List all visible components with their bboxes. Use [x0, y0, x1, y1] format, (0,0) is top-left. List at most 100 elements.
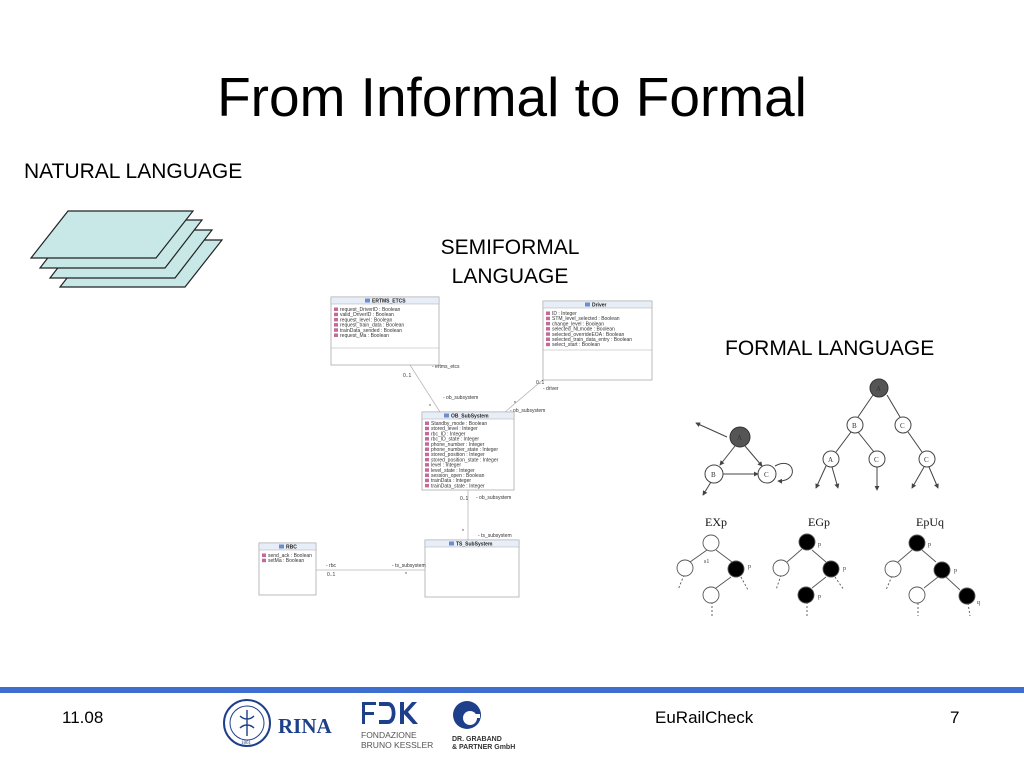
- uml-attribute-icon: [425, 463, 429, 467]
- uml-attribute: select_start : Boolean: [552, 342, 600, 348]
- assoc-label: *: [514, 401, 516, 407]
- tree-exp: [676, 534, 749, 616]
- uml-attribute-icon: [425, 473, 429, 477]
- uml-attribute-icon: [334, 312, 338, 317]
- uml-attribute-icon: [334, 307, 338, 311]
- tree-node-ll: A: [828, 456, 833, 464]
- prop-label-p: p: [843, 566, 846, 572]
- uml-attribute: setMa : Boolean: [268, 558, 304, 564]
- uml-attribute: ID : Integer: [552, 311, 577, 317]
- uml-attribute: level : Integer: [431, 463, 461, 469]
- prop-label-p: p: [818, 542, 821, 548]
- uml-attribute-icon: [546, 342, 550, 347]
- semiformal-line-2: LANGUAGE: [451, 265, 569, 288]
- prop-label-p: p: [954, 568, 957, 574]
- uml-attribute-icon: [425, 483, 429, 488]
- uml-class-title: ERTMS_ETCS: [372, 299, 406, 305]
- uml-class-ob-subsystem: OB_SubSystem Standby_mode : Booleanstore…: [421, 411, 515, 491]
- uml-class-ertms: ERTMS_ETCS request_DriverID : Booleanval…: [330, 296, 440, 366]
- prop-label-p: p: [928, 542, 931, 548]
- uml-attribute-icon: [425, 447, 429, 451]
- uml-attribute: trainData_sended : Boolean: [340, 328, 402, 334]
- uml-class-title: Driver: [592, 303, 607, 309]
- uml-attribute: phone_number : Integer: [431, 442, 485, 448]
- tree-node-root: A: [876, 385, 881, 393]
- assoc-label: 0..1: [460, 496, 469, 502]
- uml-attribute: stored_position : Integer: [431, 452, 485, 458]
- uml-attribute: selected_train_data_entry : Boolean: [552, 337, 632, 343]
- assoc-label: - rbc: [326, 563, 337, 569]
- uml-attribute: stored_level : Integer: [431, 426, 478, 432]
- assoc-label: - ob_subsystem: [443, 395, 478, 401]
- uml-attribute: level_state : Integer: [431, 468, 475, 474]
- uml-attribute: stored_position_state : Integer: [431, 457, 499, 463]
- uml-attribute: phone_number_state : Integer: [431, 447, 498, 453]
- assoc-driver-ob: [504, 377, 546, 413]
- prop-label-p: p: [748, 564, 751, 570]
- uml-attribute-icon: [425, 457, 429, 462]
- tree-node-rr: C: [924, 456, 929, 464]
- assoc-label: - ob_subsystem: [476, 495, 511, 501]
- uml-attribute: Standby_mode : Boolean: [431, 421, 487, 427]
- footer-page-number: 7: [950, 708, 960, 727]
- tree-epuq: [884, 534, 976, 617]
- uml-attribute-icon: [334, 323, 338, 327]
- uml-attribute: valid_DriverID : Boolean: [340, 312, 394, 318]
- assoc-label: - driver: [543, 386, 559, 392]
- uml-attribute: rbc_ID : Integer: [431, 431, 466, 437]
- assoc-label: - ts_subsystem: [478, 533, 512, 539]
- uml-attribute-icon: [425, 478, 429, 483]
- uml-attribute: change_level : Boolean: [552, 321, 604, 327]
- uml-attribute-icon: [262, 553, 266, 557]
- prop-label-p: p: [818, 594, 821, 600]
- formula-exp: EXp: [705, 515, 727, 529]
- uml-attribute: request_level : Boolean: [340, 317, 392, 323]
- uml-attribute-icon: [546, 311, 550, 315]
- uml-attribute-icon: [262, 558, 266, 563]
- natural-language-label: NATURAL LANGUAGE: [24, 160, 243, 183]
- uml-attribute-icon: [334, 317, 338, 322]
- uml-attribute-icon: [334, 333, 338, 337]
- tree-node-right: C: [900, 422, 905, 430]
- assoc-label: 0..1: [536, 380, 545, 386]
- assoc-label: 0..1: [403, 373, 412, 379]
- uml-attribute-icon: [546, 316, 550, 321]
- uml-attribute-icon: [425, 437, 429, 441]
- semiformal-line-1: SEMIFORMAL: [440, 236, 580, 259]
- uml-class-title: OB_SubSystem: [451, 414, 489, 420]
- graph-node-c: C: [764, 471, 769, 479]
- uml-attribute-icon: [546, 327, 550, 331]
- uml-attribute: trainData_state : Integer: [431, 483, 485, 489]
- uml-attribute: STM_level_selected : Boolean: [552, 316, 620, 322]
- formula-egp: EGp: [808, 515, 830, 529]
- uml-attribute: request_DriverID : Boolean: [340, 307, 401, 313]
- graph-node-b: B: [711, 471, 716, 479]
- uml-attribute: request_Ma : Boolean: [340, 333, 389, 339]
- assoc-label: *: [429, 404, 431, 410]
- assoc-label: - ertms_etcs: [432, 364, 460, 370]
- uml-attribute-icon: [546, 321, 550, 326]
- slide-title: From Informal to Formal: [217, 66, 807, 128]
- uml-attribute: request_train_data : Boolean: [340, 323, 404, 329]
- computation-tree: [815, 378, 939, 491]
- assoc-label: *: [462, 529, 464, 535]
- footer-date: 11.08: [62, 708, 104, 727]
- footer-project-name: EuRailCheck: [655, 708, 754, 727]
- uml-attribute-icon: [546, 337, 550, 341]
- uml-attribute: trainData : Integer: [431, 478, 471, 484]
- tree-egp: [772, 533, 845, 616]
- uml-attribute: send_ack : Boolean: [268, 553, 312, 559]
- uml-attribute: selected_NLmode : Boolean: [552, 327, 615, 333]
- uml-attribute-icon: [546, 332, 550, 336]
- uml-attribute-icon: [425, 452, 429, 457]
- uml-attribute-icon: [425, 431, 429, 436]
- tree-node-lr: C: [874, 456, 879, 464]
- formal-language-label: FORMAL LANGUAGE: [725, 337, 935, 360]
- uml-class-title: TS_SubSystem: [456, 542, 493, 548]
- assoc-label: *: [405, 572, 407, 578]
- footer-accent-bar: [0, 687, 1024, 693]
- uml-attribute-icon: [425, 468, 429, 472]
